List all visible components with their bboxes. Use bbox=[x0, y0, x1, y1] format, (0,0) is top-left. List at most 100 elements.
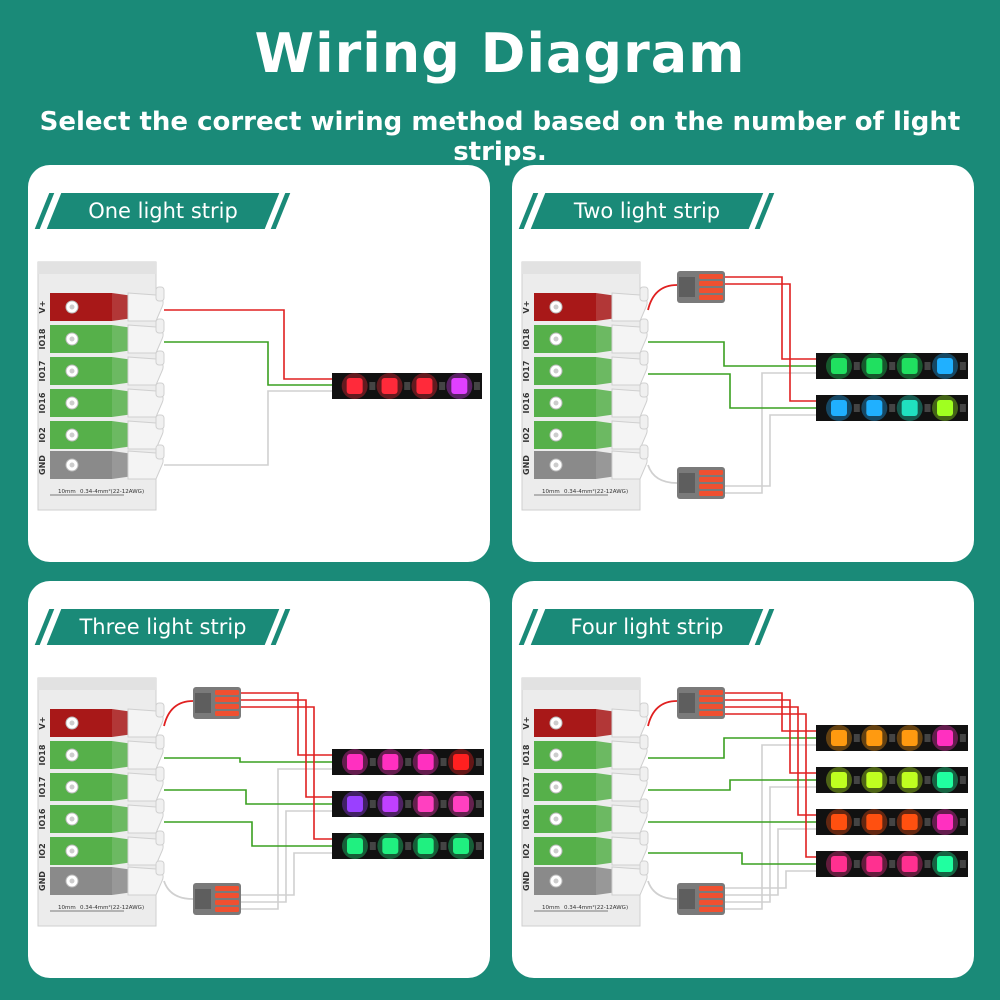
led-strip bbox=[816, 851, 968, 877]
terminal-label: GND bbox=[522, 871, 531, 891]
scale-text: 10mm bbox=[58, 489, 76, 495]
strip-chip bbox=[475, 842, 482, 850]
strip-chip bbox=[853, 818, 860, 826]
vplus-wire bbox=[723, 699, 816, 774]
terminal-slot bbox=[534, 325, 596, 353]
led bbox=[866, 730, 883, 746]
led bbox=[830, 730, 847, 746]
terminal-label: V+ bbox=[522, 717, 531, 730]
connector-lever bbox=[699, 886, 723, 891]
data-wire bbox=[164, 789, 332, 805]
strip-chip bbox=[439, 382, 446, 390]
led bbox=[866, 814, 883, 830]
data-wire bbox=[164, 757, 332, 763]
led bbox=[346, 796, 363, 812]
wire-connector bbox=[677, 883, 725, 915]
led bbox=[382, 754, 399, 770]
strip-chip bbox=[369, 800, 376, 808]
terminal-slot bbox=[534, 741, 596, 769]
terminal-slot bbox=[534, 357, 596, 385]
connector-lever bbox=[699, 893, 723, 898]
connector-lever bbox=[699, 711, 723, 716]
led-strip bbox=[332, 833, 484, 859]
terminal-slot bbox=[534, 773, 596, 801]
strip-chip bbox=[405, 842, 412, 850]
terminal-slot bbox=[50, 293, 112, 321]
strip-chip bbox=[853, 734, 860, 742]
strip-chip bbox=[924, 818, 931, 826]
panel-title-tag: Four light strip bbox=[518, 609, 775, 645]
led bbox=[346, 378, 363, 394]
terminal-label: IO17 bbox=[522, 361, 531, 382]
connector-lever bbox=[215, 697, 239, 702]
strip-chip bbox=[959, 404, 966, 412]
strip-chip bbox=[475, 758, 482, 766]
led bbox=[830, 358, 847, 374]
gnd-wire bbox=[239, 852, 332, 896]
wire-spec-text: 0.34-4mm²(22-12AWG) bbox=[80, 904, 144, 911]
strip-chip bbox=[889, 818, 896, 826]
strip-chip bbox=[924, 734, 931, 742]
gnd-wire bbox=[163, 880, 194, 900]
vplus-wire bbox=[723, 692, 816, 732]
terminal-label: GND bbox=[38, 871, 47, 891]
wire-spec-text: 0.34-4mm²(22-12AWG) bbox=[564, 904, 628, 911]
gnd-wire bbox=[723, 786, 816, 903]
strip-chip bbox=[405, 758, 412, 766]
terminal-slot bbox=[50, 741, 112, 769]
led bbox=[453, 754, 470, 770]
led-strip bbox=[816, 809, 968, 835]
scale-text: 10mm bbox=[542, 905, 560, 911]
terminal-label: IO17 bbox=[38, 361, 47, 382]
wire-connector bbox=[193, 883, 241, 915]
terminal-slot bbox=[534, 421, 596, 449]
terminal-label: IO17 bbox=[38, 777, 47, 798]
connector-lever bbox=[699, 470, 723, 475]
led bbox=[346, 754, 363, 770]
gnd-wire bbox=[723, 414, 816, 487]
connector-lever bbox=[699, 484, 723, 489]
strip-chip bbox=[959, 776, 966, 784]
vplus-wire bbox=[723, 706, 816, 816]
panel-title-tag: One light strip bbox=[34, 193, 291, 229]
terminal-label: IO16 bbox=[522, 808, 531, 829]
terminal-slot bbox=[534, 709, 596, 737]
strip-chip bbox=[889, 362, 896, 370]
vplus-wire bbox=[239, 692, 332, 756]
led bbox=[453, 838, 470, 854]
led-strip bbox=[816, 353, 968, 379]
vplus-wire bbox=[723, 713, 816, 858]
terminal-label: IO2 bbox=[38, 843, 47, 858]
terminal-label: IO16 bbox=[38, 808, 47, 829]
strip-chip bbox=[889, 776, 896, 784]
strip-chip bbox=[853, 860, 860, 868]
gnd-wire bbox=[723, 870, 816, 889]
strip-chip bbox=[889, 860, 896, 868]
vplus-wire bbox=[723, 283, 816, 402]
strip-chip bbox=[475, 800, 482, 808]
connector-lever bbox=[215, 893, 239, 898]
strip-chip bbox=[959, 734, 966, 742]
terminal-slot bbox=[50, 451, 112, 479]
led bbox=[901, 358, 918, 374]
connector-lever bbox=[699, 288, 723, 293]
terminal-slot bbox=[50, 867, 112, 895]
connector-lever bbox=[699, 491, 723, 496]
led bbox=[382, 838, 399, 854]
data-wire bbox=[648, 737, 816, 759]
led bbox=[451, 378, 468, 394]
led bbox=[866, 358, 883, 374]
gnd-wire bbox=[239, 768, 332, 910]
led bbox=[453, 796, 470, 812]
terminal-slot bbox=[534, 451, 596, 479]
led bbox=[901, 772, 918, 788]
vplus-wire bbox=[239, 699, 332, 798]
connector-lever bbox=[215, 711, 239, 716]
connector-lever bbox=[699, 295, 723, 300]
led bbox=[866, 400, 883, 416]
gnd-wire bbox=[647, 880, 678, 900]
strip-chip bbox=[440, 800, 447, 808]
led bbox=[901, 814, 918, 830]
